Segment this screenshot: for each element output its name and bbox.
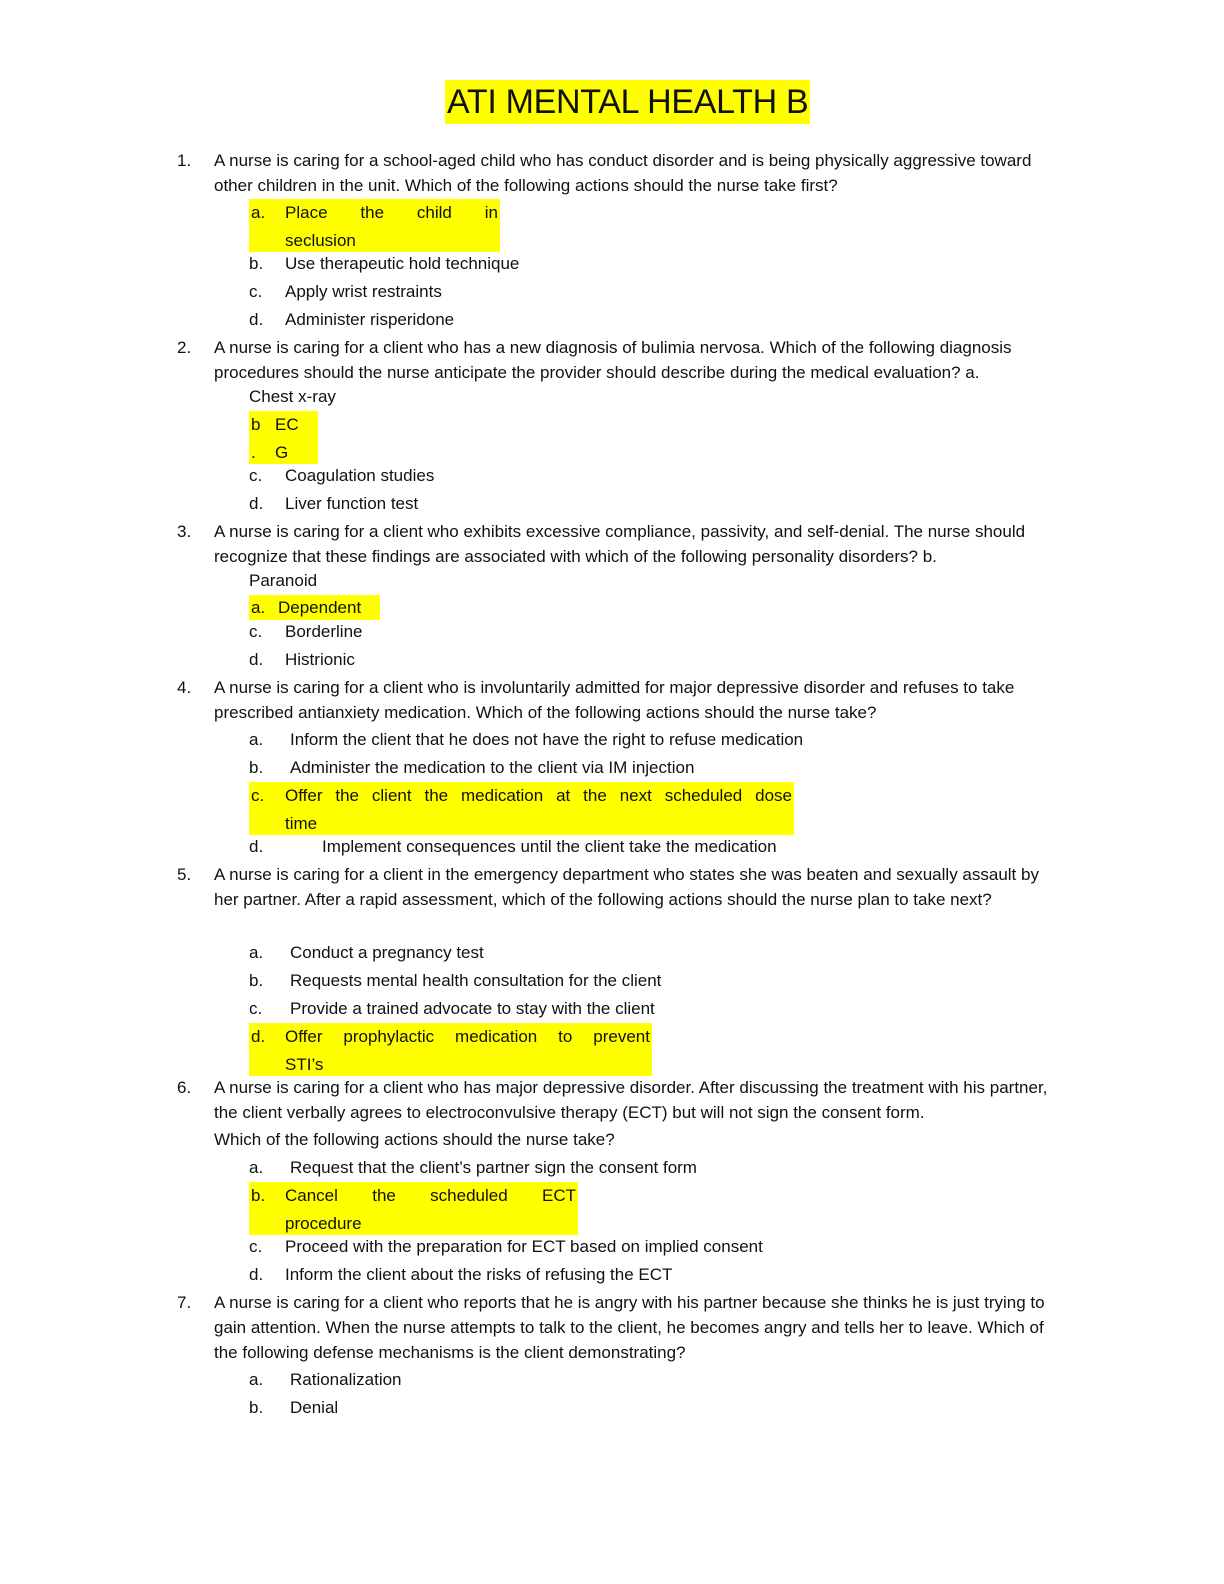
question-continuation: Which of the following actions should th…: [214, 1130, 615, 1149]
option-text: Liver function test: [285, 494, 419, 513]
option-letter: d.: [249, 1265, 264, 1284]
option-text: Inform the client that he does not have …: [290, 730, 804, 749]
option-text: Use therapeutic hold technique: [285, 254, 520, 273]
option-letter: .: [251, 443, 256, 462]
answer-option-highlighted: b. Cancel the scheduled ECT procedure: [249, 1182, 578, 1235]
option-letter: c.: [251, 786, 265, 805]
option-text: Administer the medication to the client …: [290, 758, 695, 777]
question-continuation: Paranoid: [249, 571, 318, 590]
option-text-line1: Cancel the scheduled ECT: [285, 1186, 576, 1205]
option-letter: b: [251, 415, 261, 434]
option-letter: a.: [249, 1158, 264, 1177]
option-letter: a.: [251, 203, 266, 222]
option-text: Apply wrist restraints: [285, 282, 442, 301]
option-letter: a.: [249, 730, 264, 749]
option-letter: b.: [251, 1186, 266, 1205]
option-text: Proceed with the preparation for ECT bas…: [285, 1237, 763, 1256]
option-text: Request that the client’s partner sign t…: [290, 1158, 697, 1177]
answer-option-highlighted: c. Offer the client the medication at th…: [249, 782, 794, 835]
option-text: Histrionic: [285, 650, 355, 669]
question-number: 5.: [177, 865, 192, 884]
question-text: A nurse is caring for a client in the em…: [214, 865, 1039, 909]
option-text-line1: EC: [275, 415, 299, 434]
question-number: 7.: [177, 1293, 192, 1312]
option-text: Provide a trained advocate to stay with …: [290, 999, 655, 1018]
option-letter: c.: [249, 466, 263, 485]
option-text: Conduct a pregnancy test: [290, 943, 484, 962]
option-text: Implement consequences until the client …: [322, 837, 777, 856]
option-text: Requests mental health consultation for …: [290, 971, 662, 990]
question-text: A nurse is caring for a client who repor…: [214, 1293, 1045, 1362]
answer-option-highlighted: b . EC G: [249, 411, 318, 464]
option-letter: c.: [249, 622, 263, 641]
answer-option-highlighted: a. Place the child in seclusion: [249, 199, 500, 252]
option-letter: c.: [249, 1237, 263, 1256]
option-letter: a.: [249, 1370, 264, 1389]
answer-option-highlighted: d. Offer prophylactic medication to prev…: [249, 1023, 652, 1076]
option-text-line2: seclusion: [285, 231, 356, 250]
option-letter: a.: [249, 943, 264, 962]
question-text: A nurse is caring for a client who is in…: [214, 678, 1015, 722]
option-text: Dependent: [278, 598, 362, 617]
option-text: Coagulation studies: [285, 466, 435, 485]
option-text-line2: STI’s: [285, 1055, 324, 1074]
option-letter: a.: [251, 598, 266, 617]
option-letter: d.: [249, 494, 264, 513]
option-letter: b.: [249, 254, 264, 273]
option-text-line1: Offer prophylactic medication to prevent: [285, 1027, 650, 1046]
option-text-line2: procedure: [285, 1214, 362, 1233]
answer-option-highlighted: a. Dependent: [249, 595, 380, 620]
question-text: A nurse is caring for a client who exhib…: [214, 522, 1026, 566]
question-number: 3.: [177, 522, 192, 541]
option-text: Borderline: [285, 622, 363, 641]
option-letter: d.: [251, 1027, 266, 1046]
option-letter: c.: [249, 282, 263, 301]
option-text-line1: Place the child in: [285, 203, 498, 222]
option-text-line1: Offer the client the medication at the n…: [285, 786, 792, 805]
option-text: Rationalization: [290, 1370, 402, 1389]
question-text: A nurse is caring for a client who has a…: [214, 338, 1012, 382]
question-number: 4.: [177, 678, 192, 697]
option-letter: b.: [249, 1398, 264, 1417]
question-number: 1.: [177, 151, 192, 170]
option-text: Denial: [290, 1398, 339, 1417]
option-text: Administer risperidone: [285, 310, 455, 329]
question-text: A nurse is caring for a client who has m…: [214, 1078, 1048, 1122]
document-title: ATI MENTAL HEALTH B: [445, 80, 811, 124]
option-text: Inform the client about the risks of ref…: [285, 1265, 673, 1284]
option-letter: d.: [249, 650, 264, 669]
question-number: 2.: [177, 338, 192, 357]
question-continuation: Chest x-ray: [249, 387, 336, 406]
question-text: A nurse is caring for a school-aged chil…: [214, 151, 1032, 195]
option-text-line2: time: [285, 814, 318, 833]
option-letter: b.: [249, 758, 264, 777]
question-number: 6.: [177, 1078, 192, 1097]
option-text-line2: G: [275, 443, 289, 462]
option-letter: c.: [249, 999, 263, 1018]
option-letter: b.: [249, 971, 264, 990]
option-letter: d.: [249, 310, 264, 329]
option-letter: d.: [249, 837, 264, 856]
